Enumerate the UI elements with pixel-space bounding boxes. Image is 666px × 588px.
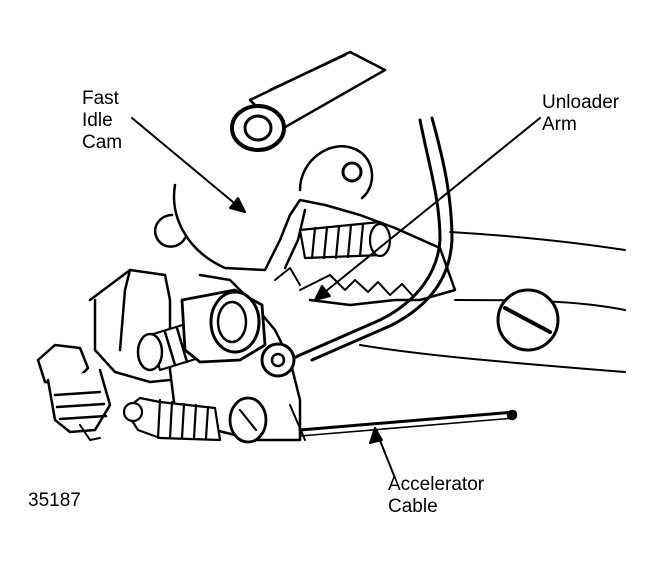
unloader-arm-label: Unloader Arm <box>542 92 620 135</box>
upper-adjust-screw <box>298 220 392 260</box>
leader-accelerator-cable <box>369 427 396 479</box>
cam-serrations <box>274 267 413 296</box>
slotted-screw <box>496 288 560 352</box>
accelerator-cable-label: Accelerator Cable <box>388 474 485 517</box>
lever-pivot <box>260 342 296 378</box>
accelerator-cable <box>289 404 518 441</box>
leader-fast-idle-cam <box>131 117 246 213</box>
leader-unloader-arm <box>314 117 541 301</box>
left-hex-bolt <box>36 343 112 441</box>
pivot-ear <box>298 145 374 200</box>
idle-speed-screw <box>136 288 267 372</box>
upper-shaft <box>230 50 387 152</box>
fast-idle-cam-label: Fast Idle Cam <box>82 88 123 153</box>
lower-spring-screw <box>122 396 268 444</box>
figure-number: 35187 <box>28 490 81 511</box>
